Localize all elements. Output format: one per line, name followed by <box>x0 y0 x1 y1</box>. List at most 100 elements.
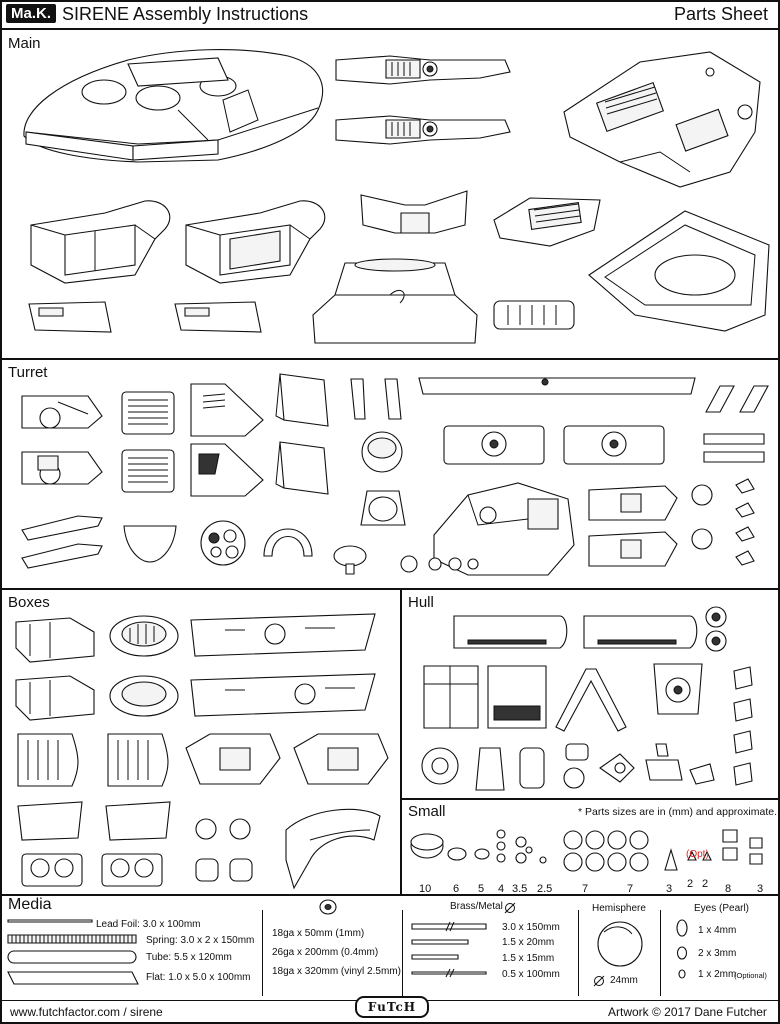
turret-face-armor-illustration <box>185 380 270 500</box>
hull-washers-illustration <box>700 603 740 653</box>
turret-main-body-illustration <box>428 475 578 580</box>
media-wire-2: 26ga x 200mm (0.4mm) <box>272 947 379 958</box>
small-size-3b: 3 <box>757 883 764 895</box>
turret-vent-grilles-illustration <box>118 388 180 498</box>
turret-side-plates-illustration <box>18 392 108 492</box>
main-engine-deck-illustration <box>560 42 770 192</box>
diameter-symbol-icon <box>504 902 516 914</box>
header: Ma.K. SIRENE Assembly Instructions Parts… <box>0 0 780 30</box>
hull-rear-panels-illustration <box>420 662 550 732</box>
hull-fittings-illustration <box>420 740 720 796</box>
page-title: SIRENE Assembly Instructions <box>62 4 309 24</box>
turret-detail-fret-illustration <box>198 518 248 568</box>
boxes-hatch-rings-illustration <box>104 612 184 722</box>
boxes-side-racks-illustration <box>185 610 385 720</box>
mak-logo: Ma.K. <box>6 4 57 23</box>
turret-side-skirts-illustration <box>272 370 337 500</box>
media-divider-1 <box>262 910 263 996</box>
media-tube: Tube: 5.5 x 120mm <box>146 952 232 963</box>
boxes-mount-frames-illustration <box>180 728 390 788</box>
main-wedge-plates-illustration <box>25 296 275 336</box>
small-size-8: 8 <box>725 883 732 895</box>
media-wire-3: 18ga x 320mm (vinyl 2.5mm) <box>272 966 401 977</box>
turret-hooks-illustration <box>345 375 410 425</box>
main-side-panel-left-illustration <box>25 195 175 285</box>
footer-url: www.futchfactor.com / sirene <box>10 1005 163 1019</box>
main-side-panel-right-illustration <box>180 195 330 285</box>
media-wire-1: 18ga x 50mm (1mm) <box>272 928 365 939</box>
small-size-2b: 2 <box>702 878 709 890</box>
main-floor-plate-illustration <box>585 205 775 335</box>
media-hemi-title: Hemisphere <box>592 903 646 914</box>
turret-shield-illustration <box>120 520 180 565</box>
small-size-10: 10 <box>419 883 432 895</box>
turret-arch-illustration <box>258 510 318 560</box>
small-parts-illustration <box>405 820 777 880</box>
boxes-flat-plates-illustration <box>12 800 172 842</box>
divider-hull-small <box>400 798 780 800</box>
small-size-2a: 2 <box>687 878 694 890</box>
turret-dish-illustration <box>355 485 410 530</box>
turret-small-pieces-illustration <box>688 475 768 575</box>
divider-boxes-hull <box>400 588 402 894</box>
boxes-storage-bins-illustration <box>10 612 100 722</box>
turret-mantlet-cap-illustration <box>360 430 405 475</box>
boxes-headlamp-housings-illustration <box>18 850 168 890</box>
turret-gun-plates-illustration <box>440 420 670 470</box>
media-stock-illustration <box>6 918 144 990</box>
futch-logo-text: FuTcH <box>367 1000 417 1014</box>
turret-bolts-illustration <box>395 548 485 578</box>
small-size-3a: 3 <box>666 883 673 895</box>
hull-a-frame-illustration <box>550 665 630 735</box>
main-engine-cover-illustration <box>490 295 580 335</box>
divider-turret-boxes <box>0 588 780 590</box>
main-deck-plates-illustration <box>330 50 515 160</box>
media-lead-foil: Lead Foil: 3.0 x 100mm <box>96 919 201 930</box>
media-eye-3: 1 x 2mm <box>698 969 737 980</box>
section-media: Media <box>8 896 52 913</box>
hull-shackle-illustration <box>648 658 708 718</box>
main-front-armor-illustration <box>355 185 475 245</box>
hull-lower-plates-illustration <box>450 612 710 654</box>
section-hull: Hull <box>408 594 434 611</box>
media-brass-rods-illustration <box>410 922 490 982</box>
media-eyes-illustration <box>672 918 696 986</box>
boxes-curved-guard-illustration <box>280 800 390 892</box>
media-brass-4: 0.5 x 100mm <box>502 969 560 980</box>
small-size-5: 5 <box>478 883 485 895</box>
small-size-7a: 7 <box>582 883 589 895</box>
divider-main-turret <box>0 358 780 360</box>
turret-bars-illustration <box>700 430 770 470</box>
section-turret: Turret <box>8 364 48 381</box>
main-hatch-illustration <box>490 190 610 250</box>
media-divider-2 <box>402 910 403 996</box>
diameter-symbol-icon-2 <box>593 975 605 987</box>
media-hemi-size: 24mm <box>610 975 638 986</box>
divider-media <box>0 894 780 896</box>
turret-rails-illustration <box>18 510 108 570</box>
turret-top-plates-illustration <box>585 480 685 570</box>
media-eyes-title: Eyes (Pearl) <box>694 903 750 914</box>
turret-long-bar-illustration <box>415 372 700 402</box>
hull-small-brackets-illustration <box>728 665 758 790</box>
small-size-4: 4 <box>498 883 505 895</box>
main-hull-shell-illustration <box>18 40 328 170</box>
media-brass-title: Brass/Metal <box>450 901 503 912</box>
section-main: Main <box>8 35 41 52</box>
small-size-2-5: 2.5 <box>537 883 553 895</box>
media-brass-2: 1.5 x 20mm <box>502 937 555 948</box>
media-spring: Spring: 3.0 x 2 x 150mm <box>146 935 255 946</box>
small-size-7b: 7 <box>627 883 634 895</box>
turret-mushroom-illustration <box>330 540 370 580</box>
main-turret-body-illustration <box>305 255 485 350</box>
media-flat: Flat: 1.0 x 5.0 x 100mm <box>146 972 251 983</box>
boxes-ribbed-panels-illustration <box>12 728 172 790</box>
media-eye-3-opt: (Optional) <box>734 971 767 980</box>
futch-logo: FuTcH <box>355 996 429 1018</box>
footer-credit: Artwork © 2017 Dane Futcher <box>608 1005 767 1019</box>
small-note: * Parts sizes are in (mm) and approximat… <box>578 806 777 818</box>
small-size-3-5: 3.5 <box>512 883 528 895</box>
media-divider-3 <box>578 910 579 996</box>
boxes-small-fittings-illustration <box>190 815 260 890</box>
